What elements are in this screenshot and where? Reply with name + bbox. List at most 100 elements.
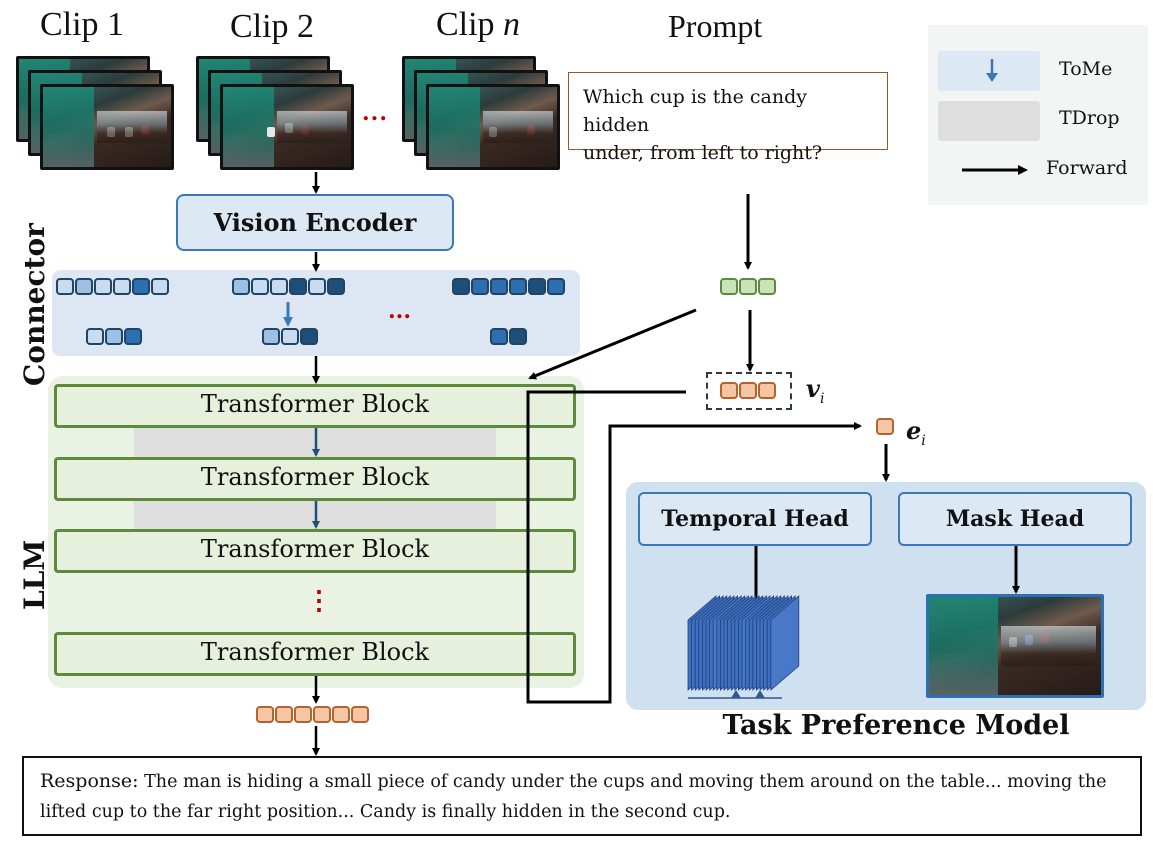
legend-swatch-tdrop <box>938 101 1040 141</box>
connector-ellipsis: ... <box>388 298 411 324</box>
llm-ellipsis-text: ⋮ <box>306 586 332 616</box>
transformer-block-label: Transformer Block <box>200 535 430 563</box>
transformer-block-n: Transformer Block <box>54 632 576 676</box>
legend: ToMe TDrop Forward <box>928 25 1148 205</box>
clip-1-title-text: Clip 1 <box>39 6 125 43</box>
tdrop-band-2 <box>134 498 496 530</box>
token <box>509 278 527 295</box>
forward-arrow-icon <box>962 165 1028 175</box>
clip-n-frames <box>402 56 572 170</box>
token <box>275 706 293 723</box>
tdrop-band-1 <box>134 426 496 458</box>
token <box>739 382 757 399</box>
ei-symbol: ei <box>906 416 926 449</box>
clip-2-title: Clip 2 <box>202 8 342 46</box>
response-label: Response: <box>40 770 139 792</box>
token <box>113 278 131 295</box>
video-frame <box>426 84 560 170</box>
token <box>308 278 326 295</box>
vision-encoder-box: Vision Encoder <box>176 194 454 251</box>
llm-vertical-ellipsis: ⋮ <box>306 588 332 614</box>
token <box>124 328 142 345</box>
prompt-box: Which cup is the candy hidden under, fro… <box>568 72 888 164</box>
token <box>720 278 738 295</box>
token <box>132 278 150 295</box>
response-text: The man is hiding a small piece of candy… <box>40 772 1107 822</box>
task-preference-model-title: Task Preference Model <box>700 710 1092 741</box>
token <box>56 278 74 295</box>
token <box>452 278 470 295</box>
token <box>509 328 527 345</box>
token <box>105 328 123 345</box>
clip-2-title-text: Clip 2 <box>229 8 315 45</box>
transformer-block-label: Transformer Block <box>200 463 430 491</box>
transformer-block-3: Transformer Block <box>54 529 576 573</box>
vi-symbol-text: v <box>806 374 820 403</box>
token <box>151 278 169 295</box>
response-box: Response: The man is hiding a small piec… <box>22 756 1142 836</box>
prompt-title: Prompt <box>668 8 762 45</box>
token <box>327 278 345 295</box>
clip-n-italic: n <box>503 6 521 43</box>
transformer-block-2: Transformer Block <box>54 457 576 501</box>
token <box>270 278 288 295</box>
transformer-block-label: Transformer Block <box>200 638 430 666</box>
token <box>720 382 738 399</box>
legend-label-tome: ToMe <box>1059 58 1113 80</box>
temporal-head-label: Temporal Head <box>661 506 849 532</box>
token <box>490 328 508 345</box>
token <box>256 706 274 723</box>
video-frame <box>40 84 174 170</box>
clip-n-title-text: Clip <box>435 6 504 43</box>
token <box>232 278 250 295</box>
vi-subscript: i <box>819 390 825 407</box>
token <box>547 278 565 295</box>
ei-symbol-text: e <box>906 416 922 445</box>
task-preference-model-title-text: Task Preference Model <box>722 710 1070 741</box>
token <box>94 278 112 295</box>
token <box>528 278 546 295</box>
mask-head-label: Mask Head <box>945 506 1085 532</box>
token <box>294 706 312 723</box>
token <box>758 382 776 399</box>
video-frame <box>220 84 354 170</box>
token <box>262 328 280 345</box>
llm-label: LLM <box>18 539 51 610</box>
vision-encoder-label: Vision Encoder <box>213 208 417 237</box>
mask-output-frame <box>926 594 1104 698</box>
connector-label: Connector <box>18 223 51 386</box>
legend-label-forward: Forward <box>1046 157 1128 179</box>
token <box>289 278 307 295</box>
temporal-head-box: Temporal Head <box>638 492 872 546</box>
token <box>471 278 489 295</box>
clip-1-frames <box>16 56 186 170</box>
transformer-block-1: Transformer Block <box>54 384 576 428</box>
prompt-text-line-2: under, from left to right? <box>583 142 823 164</box>
token <box>739 278 757 295</box>
clip-2-frames <box>196 56 366 170</box>
mask-head-box: Mask Head <box>898 492 1132 546</box>
clip-ellipsis: ... <box>362 100 388 126</box>
token <box>490 278 508 295</box>
clip-ellipsis-text: ... <box>362 100 388 126</box>
token <box>876 418 894 435</box>
ei-subscript: i <box>921 432 926 449</box>
clip-1-title: Clip 1 <box>12 6 152 44</box>
token <box>332 706 350 723</box>
legend-swatch-tome <box>938 51 1040 91</box>
tome-arrow-icon <box>986 59 998 82</box>
token <box>251 278 269 295</box>
prompt-text-line-1: Which cup is the candy hidden <box>583 86 807 136</box>
prompt-title-text: Prompt <box>668 8 763 44</box>
vi-symbol: vi <box>806 374 824 407</box>
clip-n-title: Clip n <box>408 6 548 44</box>
token <box>281 328 299 345</box>
token <box>300 328 318 345</box>
token <box>75 278 93 295</box>
token <box>758 278 776 295</box>
token <box>86 328 104 345</box>
token <box>351 706 369 723</box>
transformer-block-label: Transformer Block <box>200 390 430 418</box>
legend-label-tdrop: TDrop <box>1059 107 1120 129</box>
connector-ellipsis-text: ... <box>388 298 411 324</box>
